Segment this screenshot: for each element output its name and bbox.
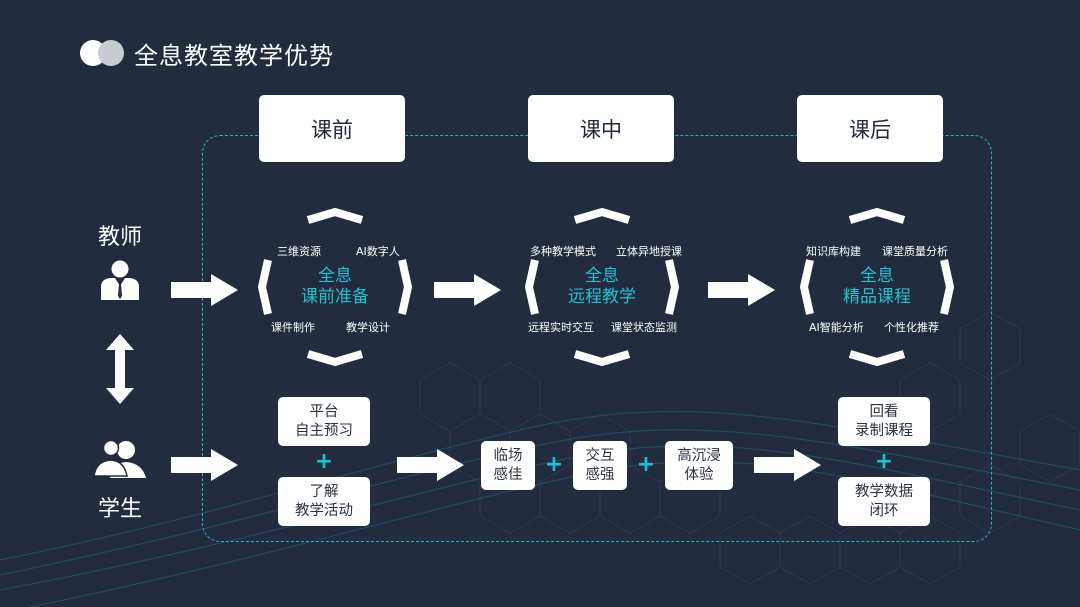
plus-icon: + <box>636 452 656 477</box>
feature-label: 多种教学模式 <box>530 245 596 258</box>
student-before-box-1: 平台 自主预习 <box>278 397 370 446</box>
feature-label: 远程实时交互 <box>528 321 594 334</box>
box-line: 回看 <box>869 403 899 420</box>
feature-label: AI智能分析 <box>809 321 864 334</box>
student-during-box-2: 交互 感强 <box>573 441 627 490</box>
box-line: 平台 <box>309 403 339 420</box>
feature-label: 课件制作 <box>271 321 315 334</box>
plus-icon: + <box>314 449 334 474</box>
diamond-course-title-line2: 精品课程 <box>843 287 911 307</box>
feature-label: 个性化推荐 <box>884 321 939 334</box>
box-line: 高沉浸 <box>677 447 721 464</box>
diamond-remote-title-line2: 远程教学 <box>568 287 636 307</box>
student-after-box-1: 回看 录制课程 <box>838 397 930 446</box>
plus-icon: + <box>544 452 564 477</box>
box-line: 临场 <box>493 447 523 464</box>
double-circle-logo-icon <box>80 39 126 68</box>
student-after-box-2: 教学数据 闭环 <box>838 477 930 526</box>
student-label: 学生 <box>97 497 142 522</box>
page-title: 全息教室教学优势 <box>134 42 334 70</box>
diamond-prep-title-line2: 课前准备 <box>301 287 369 307</box>
phase-after-class: 课后 <box>797 95 943 162</box>
box-line: 交互 <box>585 447 615 464</box>
student-during-box-1: 临场 感佳 <box>481 441 535 490</box>
feature-label: 立体异地授课 <box>616 245 682 258</box>
phase-before-class: 课前 <box>259 95 405 162</box>
box-line: 体验 <box>684 466 714 483</box>
box-line: 闭环 <box>869 502 899 519</box>
diamond-course-title: 全息 精品课程 <box>827 266 927 308</box>
phase-during-class: 课中 <box>528 95 674 162</box>
diamond-prep-title-line1: 全息 <box>318 266 352 286</box>
diamond-course-title-line1: 全息 <box>860 266 894 286</box>
feature-label: AI数字人 <box>356 245 400 258</box>
feature-label: 课堂质量分析 <box>882 245 948 258</box>
feature-label: 三维资源 <box>277 245 321 258</box>
box-line: 录制课程 <box>855 422 913 439</box>
feature-label: 课堂状态监测 <box>611 321 677 334</box>
teacher-label: 教师 <box>97 225 142 250</box>
box-line: 了解 <box>309 483 339 500</box>
diamond-remote-title-line1: 全息 <box>585 266 619 286</box>
student-before-box-2: 了解 教学活动 <box>278 477 370 526</box>
box-line: 教学数据 <box>855 483 913 500</box>
box-line: 自主预习 <box>295 422 353 439</box>
plus-icon: + <box>874 449 894 474</box>
diamond-remote-title: 全息 远程教学 <box>552 266 652 308</box>
box-line: 感佳 <box>493 466 523 483</box>
feature-label: 教学设计 <box>346 321 390 334</box>
diamond-prep-title: 全息 课前准备 <box>285 266 385 308</box>
student-during-box-3: 高沉浸 体验 <box>665 441 733 490</box>
feature-label: 知识库构建 <box>806 245 861 258</box>
box-line: 教学活动 <box>295 502 353 519</box>
box-line: 感强 <box>585 466 615 483</box>
title-area: 全息教室教学优势 <box>80 36 334 71</box>
